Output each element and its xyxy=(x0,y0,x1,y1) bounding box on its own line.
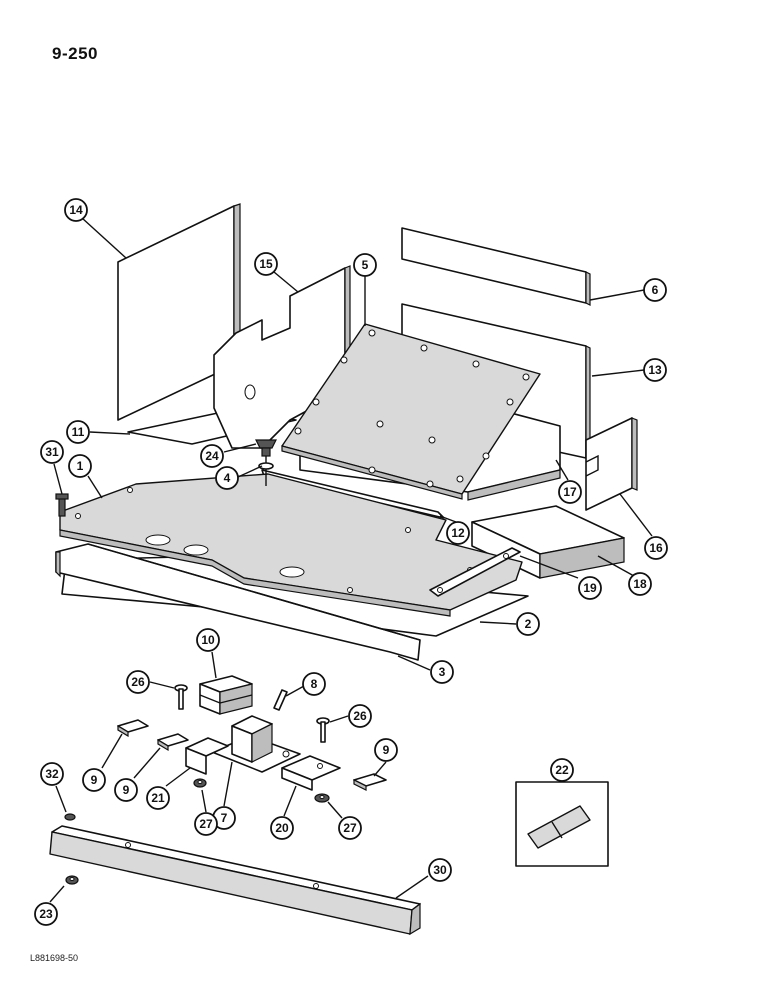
callout-6: 6 xyxy=(643,278,667,302)
svg-text:11: 11 xyxy=(72,425,85,439)
callout-10: 10 xyxy=(196,628,220,652)
part-6-strip xyxy=(401,227,591,306)
callout-9-c: 9 xyxy=(374,738,398,762)
svg-text:16: 16 xyxy=(649,541,663,555)
part-3-channel xyxy=(55,543,421,661)
part-18-block xyxy=(471,505,625,579)
callout-15: 15 xyxy=(254,252,278,276)
part-24-fastener xyxy=(255,439,277,486)
callout-5: 5 xyxy=(353,253,377,277)
callout-30: 30 xyxy=(428,858,452,882)
callout-20: 20 xyxy=(270,816,294,840)
svg-text:23: 23 xyxy=(39,907,53,921)
svg-text:18: 18 xyxy=(633,577,647,591)
callout-26-left: 26 xyxy=(126,670,150,694)
callout-18: 18 xyxy=(628,572,652,596)
svg-text:3: 3 xyxy=(439,665,446,679)
part-16-panel xyxy=(585,417,638,511)
part-30-channel xyxy=(49,825,421,936)
callout-27-left: 27 xyxy=(194,812,218,836)
svg-text:17: 17 xyxy=(563,485,577,499)
part-14-panel xyxy=(117,203,241,421)
svg-text:20: 20 xyxy=(275,821,289,835)
callout-14: 14 xyxy=(64,198,88,222)
part-19-bar xyxy=(429,547,521,597)
callout-9-b: 9 xyxy=(114,778,138,802)
svg-text:32: 32 xyxy=(45,767,59,781)
svg-text:13: 13 xyxy=(648,363,662,377)
svg-text:7: 7 xyxy=(221,811,228,825)
svg-text:19: 19 xyxy=(583,581,597,595)
callout-4: 4 xyxy=(215,466,239,490)
part-31-screw xyxy=(55,493,69,517)
callout-31: 31 xyxy=(40,440,64,464)
callout-1: 1 xyxy=(68,454,92,478)
part-20-bracket xyxy=(281,755,341,791)
part-26-bolt-left xyxy=(174,684,188,710)
page-number: 9-250 xyxy=(52,44,98,63)
callout-22: 22 xyxy=(550,758,574,782)
callout-26-right: 26 xyxy=(348,704,372,728)
svg-text:2: 2 xyxy=(525,617,532,631)
svg-text:26: 26 xyxy=(131,675,145,689)
callout-2: 2 xyxy=(516,612,540,636)
part-27-nut-left xyxy=(193,778,207,788)
callout-32: 32 xyxy=(40,762,64,786)
svg-text:14: 14 xyxy=(69,203,83,217)
part-1-floor-plate xyxy=(59,473,523,617)
svg-text:8: 8 xyxy=(311,677,318,691)
callout-3: 3 xyxy=(430,660,454,684)
svg-text:26: 26 xyxy=(353,709,367,723)
svg-text:9: 9 xyxy=(383,743,390,757)
svg-text:9: 9 xyxy=(123,783,130,797)
part-9-pad-b xyxy=(157,733,189,752)
svg-text:10: 10 xyxy=(201,633,215,647)
part-9-pad-a xyxy=(117,719,149,738)
svg-text:21: 21 xyxy=(151,791,165,805)
callout-21: 21 xyxy=(146,786,170,810)
svg-text:27: 27 xyxy=(343,821,357,835)
callout-13: 13 xyxy=(643,358,667,382)
callout-12: 12 xyxy=(446,521,470,545)
callout-23: 23 xyxy=(34,902,58,926)
callout-9-a: 9 xyxy=(82,768,106,792)
svg-text:1: 1 xyxy=(77,459,84,473)
svg-text:27: 27 xyxy=(199,817,213,831)
leader-lines xyxy=(49,217,653,903)
callout-27-right: 27 xyxy=(338,816,362,840)
callout-8: 8 xyxy=(302,672,326,696)
part-21-bracket xyxy=(185,737,229,775)
part-32-nut xyxy=(64,813,76,821)
callout-17: 17 xyxy=(558,480,582,504)
svg-text:12: 12 xyxy=(451,526,465,540)
part-4-washer xyxy=(258,462,274,470)
callout-16: 16 xyxy=(644,536,668,560)
part-27-nut-right xyxy=(314,793,330,803)
callout-11: 11 xyxy=(66,420,90,444)
part-22-detail-box xyxy=(515,781,609,867)
callout-24: 24 xyxy=(200,444,224,468)
part-10-switch xyxy=(199,675,253,715)
drawing-code: L881698-50 xyxy=(30,953,79,963)
svg-text:9: 9 xyxy=(91,773,98,787)
part-7-housing xyxy=(211,715,301,773)
svg-text:4: 4 xyxy=(224,471,231,485)
svg-text:24: 24 xyxy=(205,449,219,463)
part-26-bolt-right xyxy=(316,717,330,743)
svg-text:6: 6 xyxy=(652,283,659,297)
part-5-seat-panel xyxy=(281,323,541,500)
svg-text:5: 5 xyxy=(362,258,369,272)
callout-19: 19 xyxy=(578,576,602,600)
part-8-pin xyxy=(273,689,288,711)
svg-text:31: 31 xyxy=(45,445,59,459)
svg-text:30: 30 xyxy=(433,863,447,877)
svg-text:22: 22 xyxy=(555,763,569,777)
part-9-pad-c xyxy=(353,773,387,791)
svg-text:15: 15 xyxy=(259,257,273,271)
part-23-nut xyxy=(65,875,79,885)
